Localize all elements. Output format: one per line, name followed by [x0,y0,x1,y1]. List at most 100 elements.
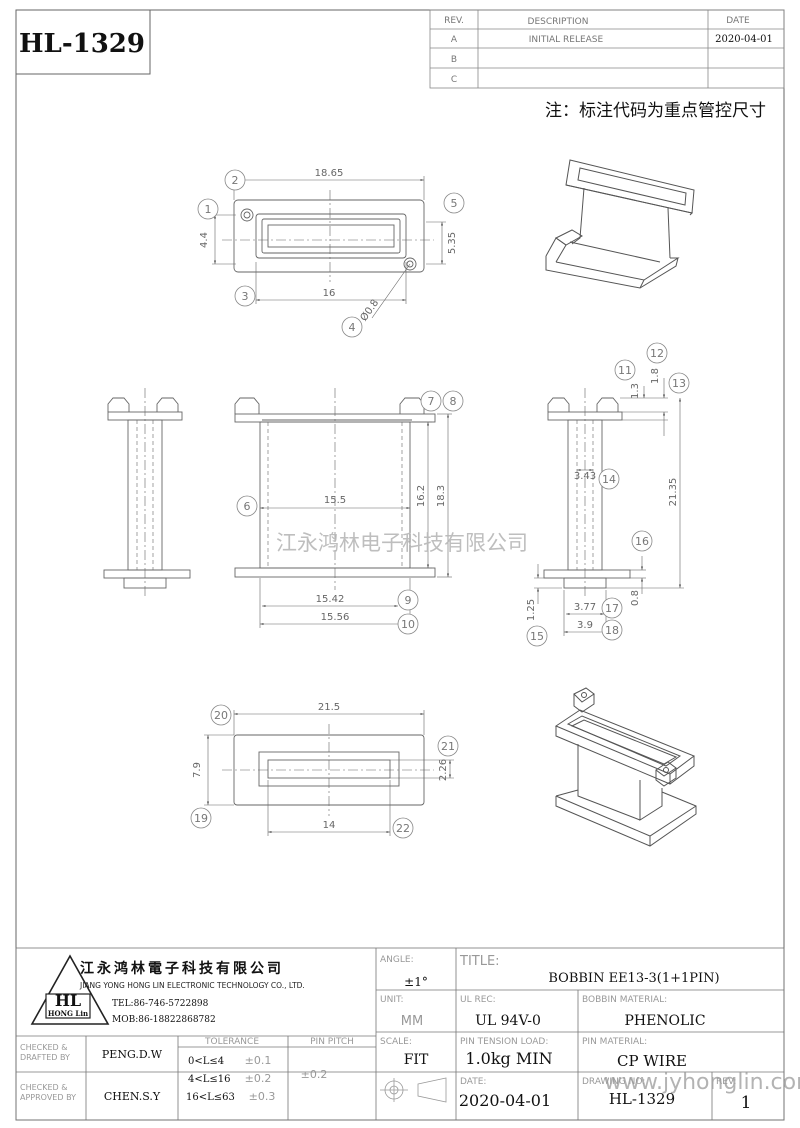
rev-c: C [451,75,457,85]
dim-inner: 15.5 [324,495,346,506]
logo-sub: HONG Lin [48,1009,88,1018]
isometric-view-top [545,159,695,289]
tol-value-3: ±0.3 [249,1090,276,1103]
callout-19: 19 [194,812,208,825]
dim-right-height: 5.35 [447,232,458,254]
rev-a-date: 2020-04-01 [715,34,773,45]
callout-5: 5 [451,197,458,210]
tolerance-label: TOLERANCE [204,1037,259,1047]
dim-pin: 1.25 [526,599,537,621]
tol-value-1: ±0.1 [245,1054,272,1067]
checked-drafted-label-1: CHECKED & [20,1043,67,1052]
unit-label: UNIT: [380,995,404,1005]
company-en: JIANG YONG HONG LIN ELECTRONIC TECHNOLOG… [79,981,305,990]
top-view-dims [212,176,446,319]
dim-bottom-width: 21.5 [318,702,340,713]
rev-a: A [451,35,458,45]
checked-approved-label-2: APPROVED BY [20,1093,76,1102]
dim-side-w2: 3.9 [577,620,593,631]
front-view-dims [259,413,452,628]
company-cn: 江永鸿林電子科技有限公司 [80,960,284,977]
callout-3: 3 [242,290,249,303]
bottom-view-dims [204,710,454,836]
company-mob: MOB:86-18822868782 [112,1015,216,1025]
callout-2: 2 [232,174,239,187]
dim-side-w1: 3.77 [574,602,596,613]
drawing-no-value: HL-1329 [609,1090,675,1108]
company-logo [30,954,110,1025]
date-value: 2020-04-01 [459,1091,551,1110]
dim-bottom-height: 7.9 [192,762,203,778]
dim-height: 4.4 [199,232,210,248]
pin-tension-value: 1.0kg MIN [465,1049,552,1068]
revision-table [429,9,785,89]
scale-label: SCALE: [380,1037,412,1047]
rev-b: B [451,55,457,65]
dim-total: 21.35 [668,478,679,507]
bobbin-material-label: BOBBIN MATERIAL: [582,995,667,1005]
dim-top1: 1.8 [650,368,661,384]
tol-range-2: 4<L≤16 [188,1074,231,1085]
angle-label: ANGLE: [380,955,414,965]
dim-inner-width: 16 [323,288,336,299]
dim-w2: 15.56 [321,612,350,623]
checked-drafted-label-2: DRAFTED BY [20,1053,70,1062]
callout-22: 22 [396,822,410,835]
scale-value: FIT [404,1052,429,1068]
title-label: TITLE: [459,954,500,969]
drawing-no-label: DRAWING NO: [582,1077,645,1087]
checked-approved-value: CHEN.S.Y [104,1090,161,1103]
pin-material-label: PIN MATERIAL: [582,1037,647,1047]
checked-drafted-value: PENG.D.W [102,1048,163,1061]
callout-18: 18 [605,624,619,637]
callout-9: 9 [405,594,412,607]
side-view [543,388,631,596]
bobbin-material-value: PHENOLIC [624,1013,705,1029]
tol-range-1: 0<L≤4 [188,1056,224,1067]
angle-value: ±1° [404,975,428,989]
dim-h1: 16.2 [416,485,427,507]
dim-w1: 15.42 [316,594,345,605]
sheet-value: 1 [741,1093,752,1113]
dim-core: 3.43 [574,471,596,482]
checked-approved-label-1: CHECKED & [20,1083,67,1092]
title-value: BOBBIN EE13-3(1+1PIN) [548,971,719,986]
callout-12: 12 [650,347,664,360]
logo-text: HL [55,991,81,1010]
unit-value: MM [401,1014,423,1029]
dim-top2: 1.3 [630,383,641,399]
dim-flange: 0.8 [630,590,641,606]
left-view [103,388,191,596]
note-text: 注：标注代码为重点管控尺寸 [545,101,766,121]
callout-14: 14 [602,473,616,486]
callout-6: 6 [244,500,251,513]
company-tel: TEL:86-746-5722898 [112,999,209,1009]
front-view [234,388,436,590]
description-header: DESCRIPTION [528,17,589,27]
dim-h2: 18.3 [436,485,447,507]
date-label: DATE: [460,1077,486,1087]
callout-16: 16 [635,535,649,548]
part-number: HL-1329 [19,29,145,59]
pin-tension-label: PIN TENSION LOAD: [460,1037,548,1047]
watermark-url: www.jyhonglin.com.cn [604,1070,800,1095]
isometric-view-bottom [554,687,697,847]
pin-pitch-value: ±0.2 [301,1068,328,1081]
top-view [222,190,434,282]
tol-value-2: ±0.2 [245,1072,272,1085]
side-view-dims [534,378,684,636]
callout-15: 15 [530,630,544,643]
sheet-label: REV: [716,1077,736,1087]
callout-circles [190,169,690,839]
callout-20: 20 [214,709,228,722]
callout-8: 8 [450,395,457,408]
callout-1: 1 [205,203,212,216]
rev-a-description: INITIAL RELEASE [529,35,604,45]
pin-pitch-label: PIN PITCH [310,1037,354,1047]
ul-label: UL REC: [460,995,496,1005]
callout-7: 7 [428,395,435,408]
drawing-border [15,9,785,1121]
tol-range-3: 16<L≤63 [186,1092,235,1103]
callout-21: 21 [441,740,455,753]
